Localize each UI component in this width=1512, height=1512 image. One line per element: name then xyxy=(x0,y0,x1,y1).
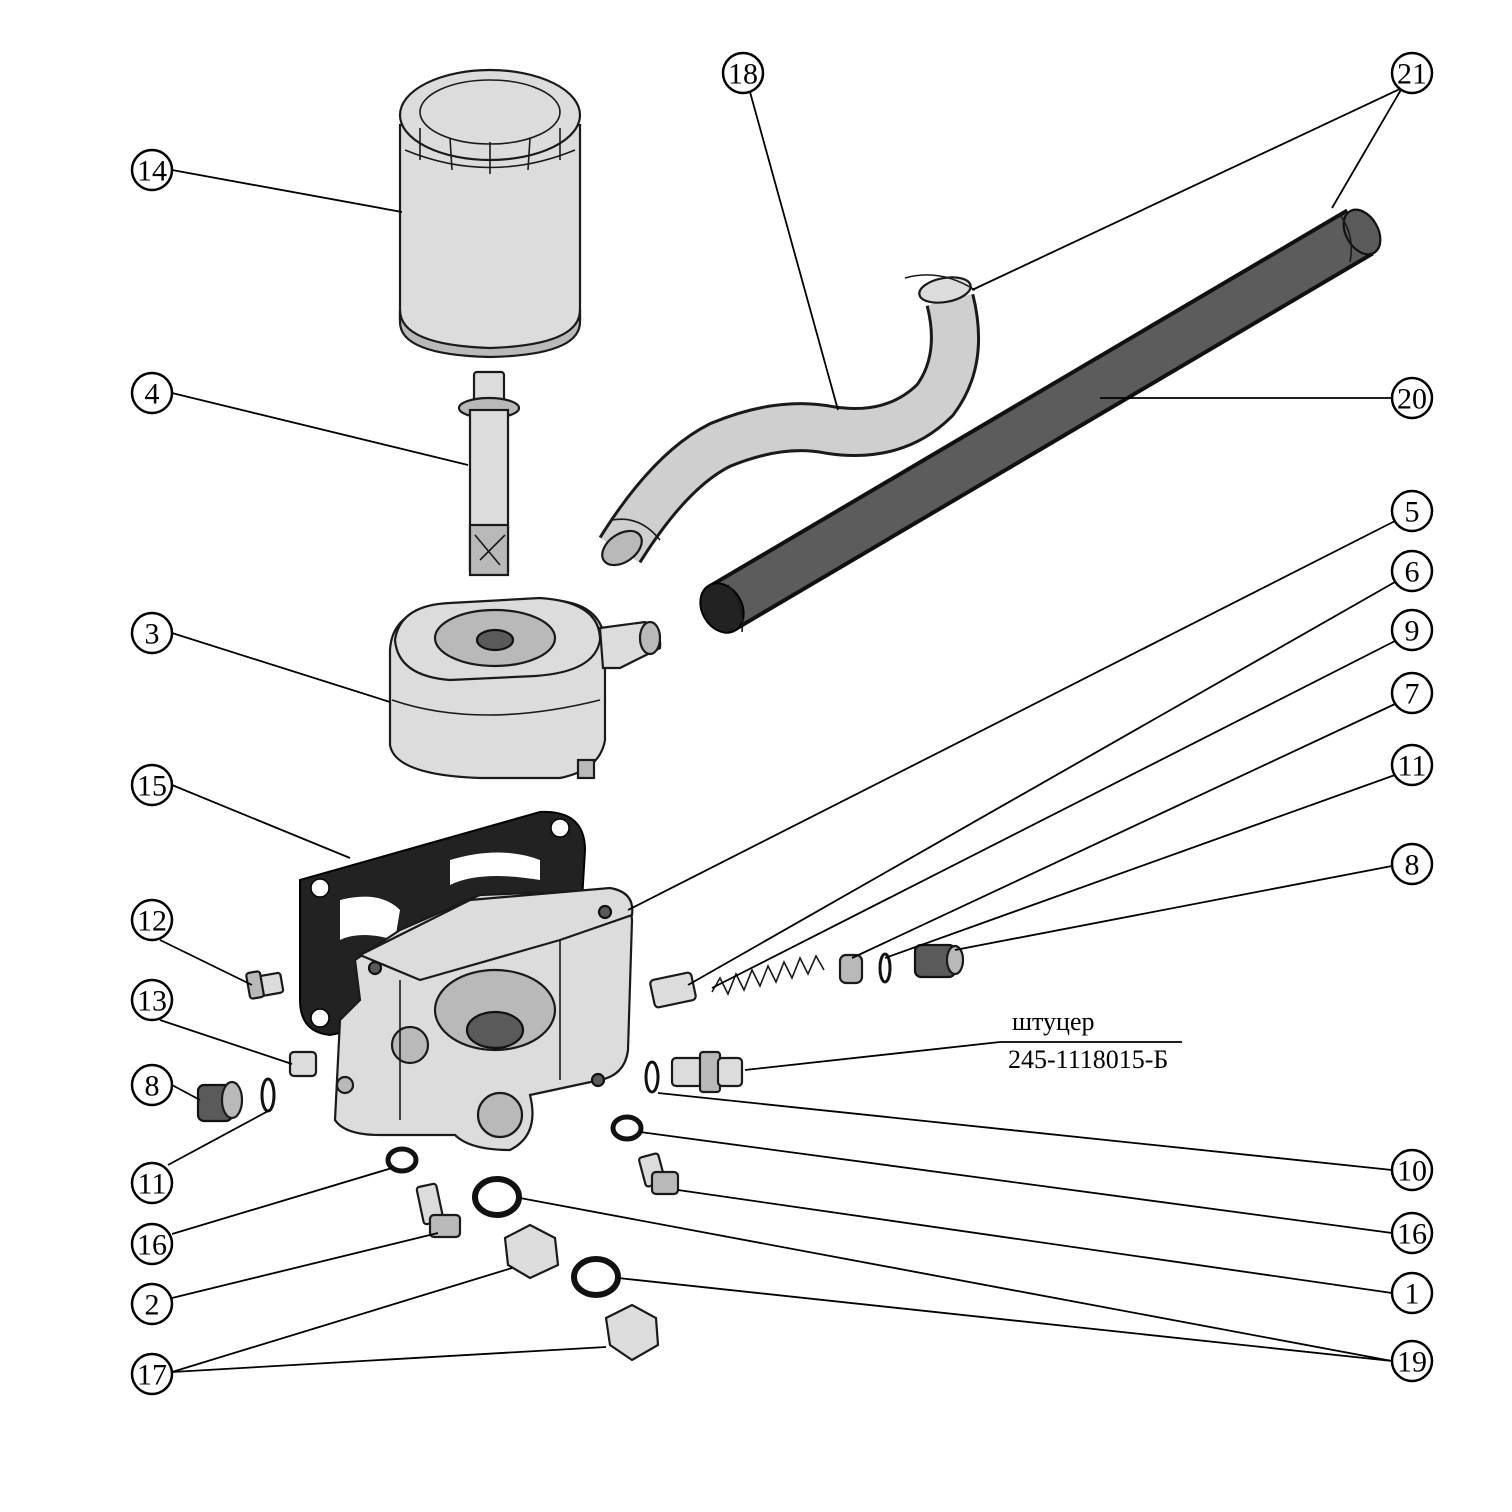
callout-16-right-label: 16 xyxy=(1397,1218,1427,1251)
callout-5: 5 xyxy=(1390,489,1434,533)
filter-head-body xyxy=(333,886,634,1152)
spring-6-part xyxy=(711,954,825,996)
callout-6-label: 6 xyxy=(1405,556,1420,589)
callout-1-label: 1 xyxy=(1405,1278,1420,1311)
callout-11-right: 11 xyxy=(1390,743,1434,787)
callout-17: 17 xyxy=(130,1352,174,1396)
fitting-name-label: штуцер xyxy=(1012,1007,1095,1036)
callout-15: 15 xyxy=(130,763,174,807)
callout-4-label: 4 xyxy=(145,378,160,411)
callout-15-label: 15 xyxy=(137,770,167,803)
ring-19-lower-part xyxy=(571,1256,621,1298)
plug-13-part xyxy=(288,1050,318,1078)
callout-16-left: 16 xyxy=(130,1222,174,1266)
plug-8-left-part xyxy=(196,1080,244,1123)
callout-19-label: 19 xyxy=(1397,1346,1427,1379)
ring-11-left-part xyxy=(260,1077,276,1113)
callout-12: 12 xyxy=(130,898,174,942)
callout-8-right: 8 xyxy=(1390,842,1434,886)
callout-9: 9 xyxy=(1390,608,1434,652)
callout-18-label: 18 xyxy=(728,58,758,91)
fitting-part xyxy=(670,1050,744,1094)
callout-21: 21 xyxy=(1390,51,1434,95)
callout-2-label: 2 xyxy=(145,1289,160,1322)
callout-3: 3 xyxy=(130,611,174,655)
ring-16-right-part xyxy=(610,1114,644,1142)
center-bolt-part xyxy=(457,370,521,577)
bolt-2-part xyxy=(415,1182,462,1239)
callout-17-label: 17 xyxy=(137,1359,167,1392)
callout-12-label: 12 xyxy=(137,905,167,938)
callout-19: 19 xyxy=(1390,1339,1434,1383)
curved-hose-part xyxy=(598,274,980,567)
callout-11-left-label: 11 xyxy=(138,1168,167,1201)
plug-17-upper-part xyxy=(503,1223,560,1280)
callout-18: 18 xyxy=(721,51,765,95)
callout-7-label: 7 xyxy=(1405,678,1420,711)
callout-16-right: 16 xyxy=(1390,1211,1434,1255)
callout-20: 20 xyxy=(1390,376,1434,420)
oil-filter-part xyxy=(398,68,582,359)
callout-10: 10 xyxy=(1390,1148,1434,1192)
ring-19-upper-part xyxy=(472,1176,522,1218)
callout-14: 14 xyxy=(130,148,174,192)
callout-11-right-label: 11 xyxy=(1398,750,1427,783)
valve-9-part xyxy=(838,953,864,985)
callout-7: 7 xyxy=(1390,671,1434,715)
ring-10-part xyxy=(644,1060,660,1094)
callout-2: 2 xyxy=(130,1282,174,1326)
bolt-1-part xyxy=(638,1152,680,1196)
callout-13: 13 xyxy=(130,978,174,1022)
oil-cooler-part xyxy=(388,596,662,780)
fitting-code-label: 245-1118015-Б xyxy=(1008,1045,1168,1074)
valve-sleeve-5-part xyxy=(649,971,697,1009)
callout-20-label: 20 xyxy=(1397,383,1427,416)
callout-8-left: 8 xyxy=(130,1063,174,1107)
callout-10-label: 10 xyxy=(1397,1155,1427,1188)
callout-14-label: 14 xyxy=(137,155,167,188)
callout-16-left-label: 16 xyxy=(137,1229,167,1262)
callout-11-left: 11 xyxy=(130,1161,174,1205)
plug-8-right-part xyxy=(913,943,965,979)
ring-11-right-part xyxy=(878,952,892,984)
callout-3-label: 3 xyxy=(145,618,160,651)
callout-5-label: 5 xyxy=(1405,496,1420,529)
callout-9-label: 9 xyxy=(1405,615,1420,648)
callout-4: 4 xyxy=(130,371,174,415)
ring-16-left-part xyxy=(385,1146,419,1174)
straight-tube-part xyxy=(699,208,1382,634)
callout-8-right-label: 8 xyxy=(1405,849,1420,882)
callout-1: 1 xyxy=(1390,1271,1434,1315)
callout-13-label: 13 xyxy=(137,985,167,1018)
plug-17-lower-part xyxy=(604,1303,660,1362)
callout-21-label: 21 xyxy=(1397,58,1427,91)
callout-6: 6 xyxy=(1390,549,1434,593)
bolt-12-part xyxy=(245,970,285,1000)
callout-8-left-label: 8 xyxy=(145,1070,160,1103)
leader-lines xyxy=(159,87,1403,1373)
